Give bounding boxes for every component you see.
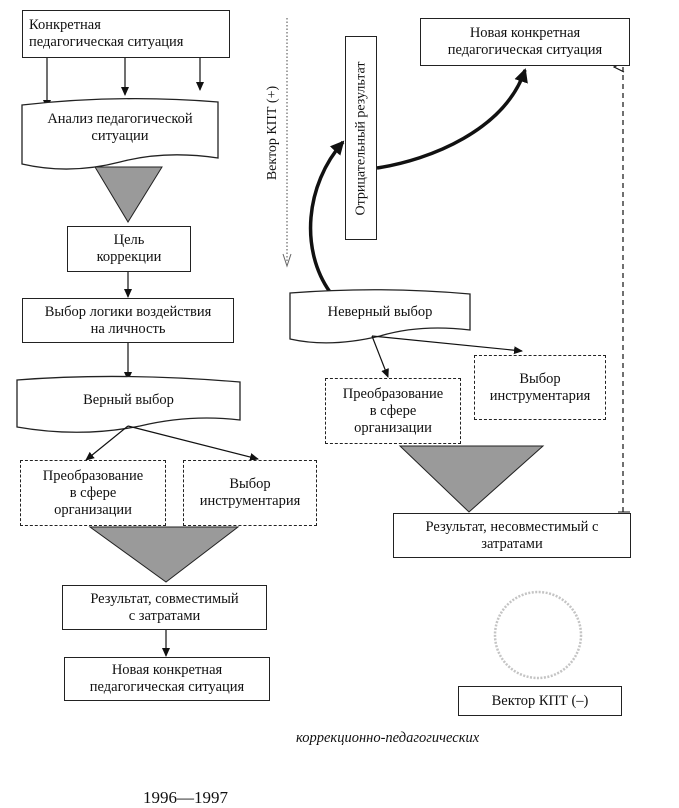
right-tools-box: Выбор инструментария: [474, 355, 606, 420]
vector-negative-label: Вектор КПТ (–): [491, 692, 589, 709]
correct-choice-label-wrap: Верный выбор: [17, 380, 240, 420]
left-result-label: Результат, совместимый с затратами: [90, 590, 239, 624]
wrong-choice-wave-shape: [289, 289, 471, 344]
arrow-correct-transform: [85, 425, 129, 461]
analysis-label-wrap: Анализ педагогической ситуации: [22, 104, 218, 152]
curve-wrong-to-negative: [308, 140, 345, 294]
caption-text: коррекционно-педагогических: [296, 730, 480, 746]
correct-choice-wave-shape: [16, 375, 241, 433]
left-tools-label: Выбор инструментария: [199, 476, 301, 509]
left-result-box: Результат, совместимый с затратами: [62, 585, 267, 630]
start-situation-box: Конкретная педагогическая ситуация: [22, 10, 230, 58]
vector-positive-label: Вектор КПТ (+): [265, 85, 280, 181]
right-transform-box: Преобразование в сфере организации: [325, 378, 461, 444]
wrong-choice-label-wrap: Неверный выбор: [290, 293, 470, 331]
right-transform-label: Преобразование в сфере организации: [342, 385, 444, 436]
right-new-situation-label: Новая конкретная педагогическая ситуация: [447, 25, 603, 58]
arrow-wrong-transform: [371, 335, 389, 378]
wrong-choice-label: Неверный выбор: [327, 303, 433, 320]
left-transform-box: Преобразование в сфере организации: [20, 460, 166, 526]
funnel-1: [94, 166, 163, 223]
arrow-correct-tools: [127, 425, 259, 461]
left-new-situation-label: Новая конкретная педагогическая ситуация: [89, 662, 245, 695]
right-new-situation-box: Новая конкретная педагогическая ситуация: [420, 18, 630, 66]
logic-choice-label: Выбор логики воздействия на личность: [44, 303, 212, 337]
left-new-situation-box: Новая конкретная педагогическая ситуация: [64, 657, 270, 701]
right-result-box: Результат, несовместимый с затратами: [393, 513, 631, 558]
vector-negative-box: Вектор КПТ (–): [458, 686, 622, 716]
goal-box: Цель коррекции: [67, 226, 191, 272]
negative-result-label: Отрицательный результат: [353, 61, 369, 215]
logic-choice-box: Выбор логики воздействия на личность: [22, 298, 234, 343]
curve-negative-to-new: [376, 68, 528, 170]
funnel-3: [398, 445, 545, 513]
year-text: 1996—1997: [143, 788, 228, 807]
left-transform-label: Преобразование в сфере организации: [42, 467, 144, 518]
vector-positive-arrowhead: [282, 253, 292, 268]
faint-circle: [493, 590, 583, 680]
funnel-2: [88, 526, 240, 583]
right-result-label: Результат, несовместимый с затратами: [425, 518, 599, 552]
left-tools-box: Выбор инструментария: [183, 460, 317, 526]
start-situation-label: Конкретная педагогическая ситуация: [29, 17, 184, 50]
correct-choice-label: Верный выбор: [83, 391, 174, 408]
goal-label: Цель коррекции: [96, 232, 162, 265]
arrow-wrong-tools: [371, 335, 523, 355]
negative-result-box: Отрицательный результат: [345, 36, 377, 240]
analysis-label: Анализ педагогической ситуации: [47, 111, 193, 144]
analysis-wave-shape: [21, 97, 219, 170]
right-tools-label: Выбор инструментария: [489, 370, 591, 404]
